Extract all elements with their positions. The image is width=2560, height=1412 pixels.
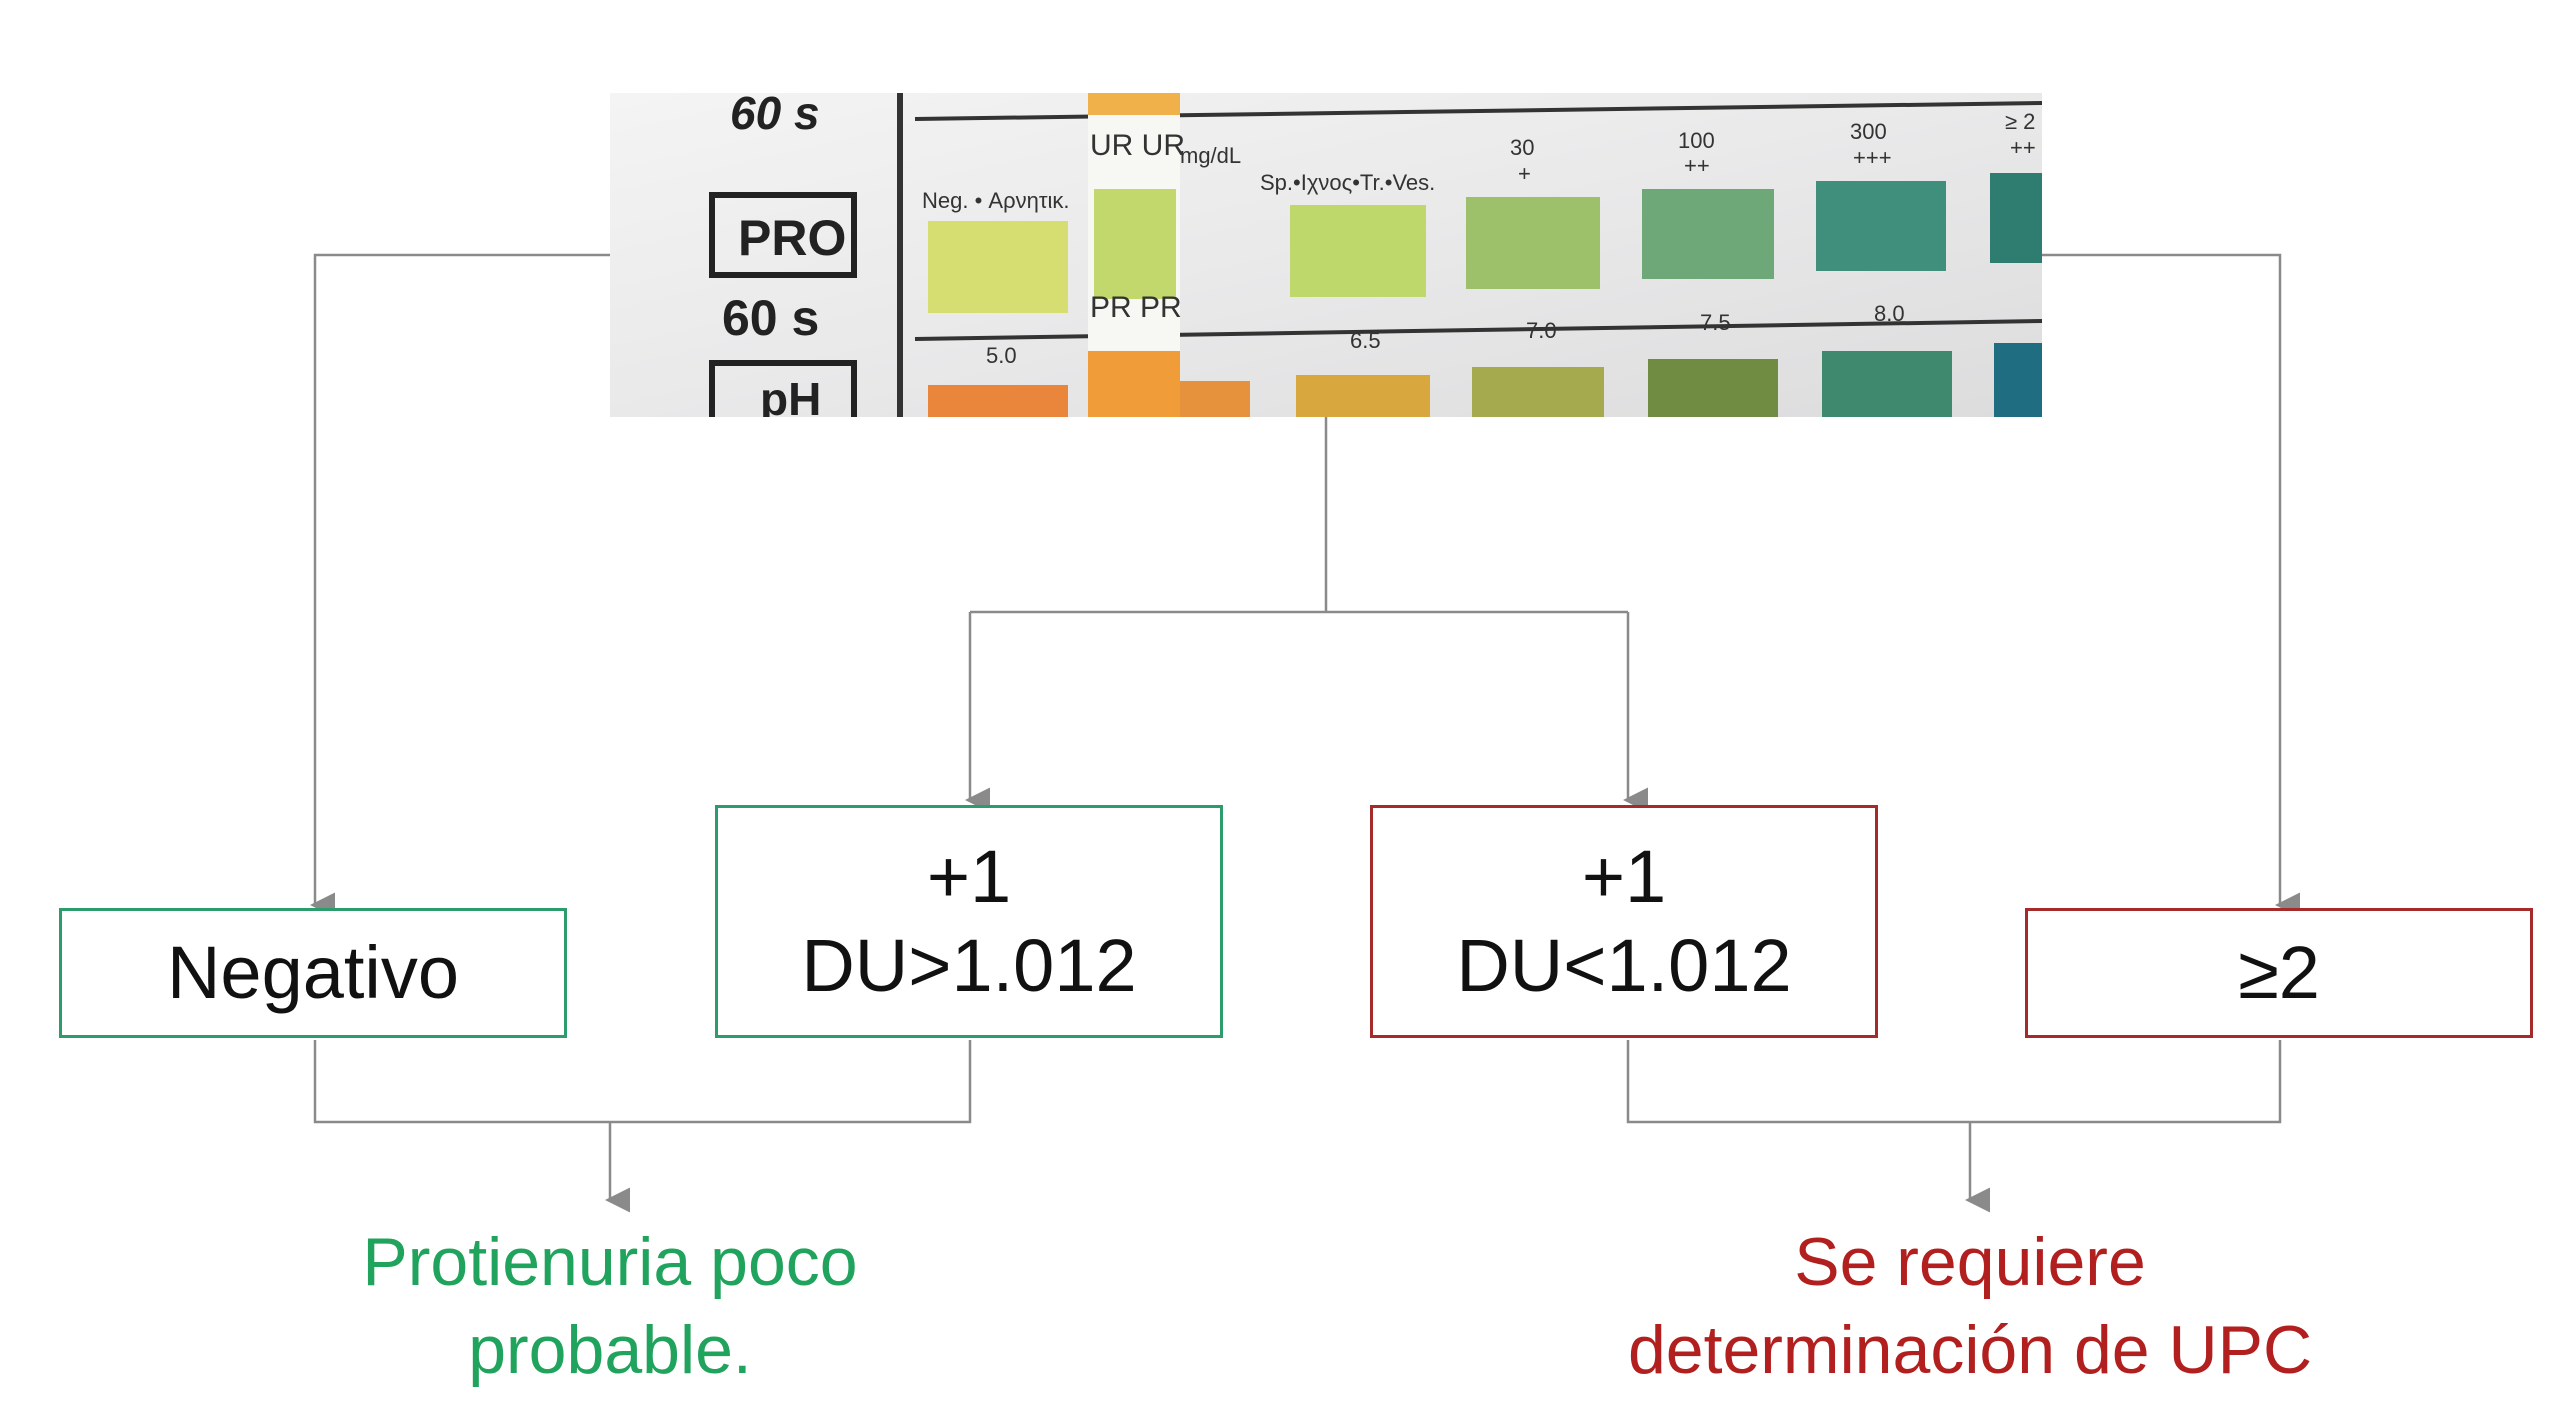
pro-scale-top-100: 100 <box>1678 128 1715 153</box>
plus1-low-density: DU<1.012 <box>1456 923 1792 1007</box>
pro-scale-top-2000: ≥ 2 <box>2005 109 2035 134</box>
ge2-box: ≥2 <box>2025 908 2533 1038</box>
ph-scale-7-5: 7.5 <box>1700 310 1731 335</box>
result-right-line2: determinación de UPC <box>1627 1312 2313 1389</box>
ge2-label: ≥2 <box>2238 930 2320 1014</box>
plus1-du-high-box: +1 DU>1.012 <box>715 805 1223 1038</box>
ph-scale-5-0: 5.0 <box>986 343 1017 368</box>
pro-scale-label-plus4: ++ <box>2010 135 2036 160</box>
plus1-high-density: DU>1.012 <box>801 923 1137 1007</box>
connector-to-negativo <box>310 253 610 918</box>
connector-to-ge2 <box>2042 253 2300 918</box>
pro-scale-label-neg: Neg. • Αρνητικ. <box>922 188 1070 213</box>
plus1-high-grade: +1 <box>926 834 1012 918</box>
result-right: Se requiere determinación de UPC <box>1570 1218 2370 1395</box>
result-left: Protienuria poco probable. <box>260 1218 960 1395</box>
urine-strip-photo: 60 s PRO 60 s pH Neg. • Αρνητικ. mg/dL S… <box>610 93 2042 417</box>
strip-ur-label: UR UR <box>1090 129 1185 162</box>
pro-scale-label-plus3: +++ <box>1853 145 1892 170</box>
ph-label: pH <box>760 373 821 417</box>
pro-scale-label-trace: Sp.•Ιχνος•Tr.•Ves. <box>1260 170 1435 195</box>
negativo-label: Negativo <box>166 930 460 1014</box>
plus1-low-grade: +1 <box>1581 834 1667 918</box>
pro-scale-top-300: 300 <box>1850 119 1887 144</box>
plus1-du-low-box: +1 DU<1.012 <box>1370 805 1878 1038</box>
connector-merge-right <box>1626 1040 2282 1124</box>
strip-pr-label: PR PR <box>1090 291 1182 324</box>
pro-label: PRO <box>738 210 846 266</box>
ph-scale-6-5: 6.5 <box>1350 328 1381 353</box>
time-label-top: 60 s <box>730 93 820 139</box>
strip-chart-illustration: 60 s PRO 60 s pH Neg. • Αρνητικ. mg/dL S… <box>610 93 2042 417</box>
pro-scale-label-plus: + <box>1518 161 1531 186</box>
time-label-mid: 60 s <box>722 290 819 346</box>
result-left-line2: probable. <box>468 1312 752 1389</box>
unit-label: mg/dL <box>1180 143 1241 168</box>
connector-merge-left <box>313 1040 972 1124</box>
pro-scale-label-plus2: ++ <box>1684 153 1710 178</box>
result-right-line1: Se requiere <box>1794 1224 2146 1300</box>
ph-scale-8-0: 8.0 <box>1874 301 1905 326</box>
result-left-line1: Protienuria poco <box>362 1224 858 1300</box>
pro-scale-top-30: 30 <box>1510 135 1534 160</box>
negativo-box: Negativo <box>59 908 567 1038</box>
ph-scale-7-0: 7.0 <box>1526 318 1557 343</box>
